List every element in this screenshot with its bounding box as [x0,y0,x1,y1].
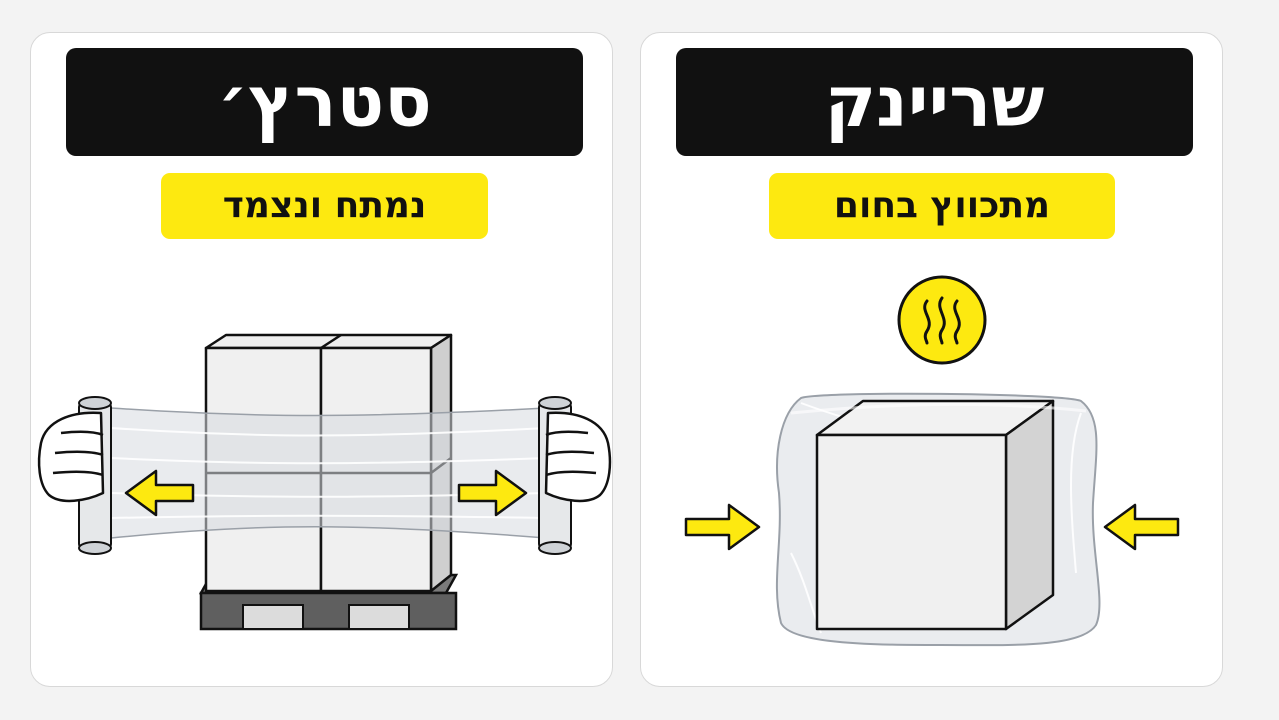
gloved-hand-icon [37,411,105,503]
stretch-panel: סטרץ׳ נמתח ונצמד [30,32,613,687]
stretch-subtitle: נמתח ונצמד [222,185,427,226]
shrink-panel: שריינק מתכווץ בחום [640,32,1223,687]
yellow-arrow-icon [124,469,195,517]
shrink-subtitle-pill: מתכווץ בחום [769,173,1115,239]
gloved-hand-icon [544,411,612,503]
box [815,399,1055,631]
shrink-title-bar: שריינק [676,48,1193,156]
stretch-illustration [37,333,612,631]
stretch-subtitle-pill: נמתח ונצמד [161,173,488,239]
yellow-arrow-icon [684,503,761,551]
stretch-title-bar: סטרץ׳ [66,48,583,156]
heat-waves-icon [897,275,987,365]
shrink-illustration [684,275,1180,647]
shrink-title: שריינק [824,61,1045,143]
stretch-title: סטרץ׳ [217,61,432,143]
yellow-arrow-icon [1103,503,1180,551]
stretch-film [110,407,547,539]
shrink-subtitle: מתכווץ בחום [833,185,1051,226]
yellow-arrow-icon [457,469,528,517]
